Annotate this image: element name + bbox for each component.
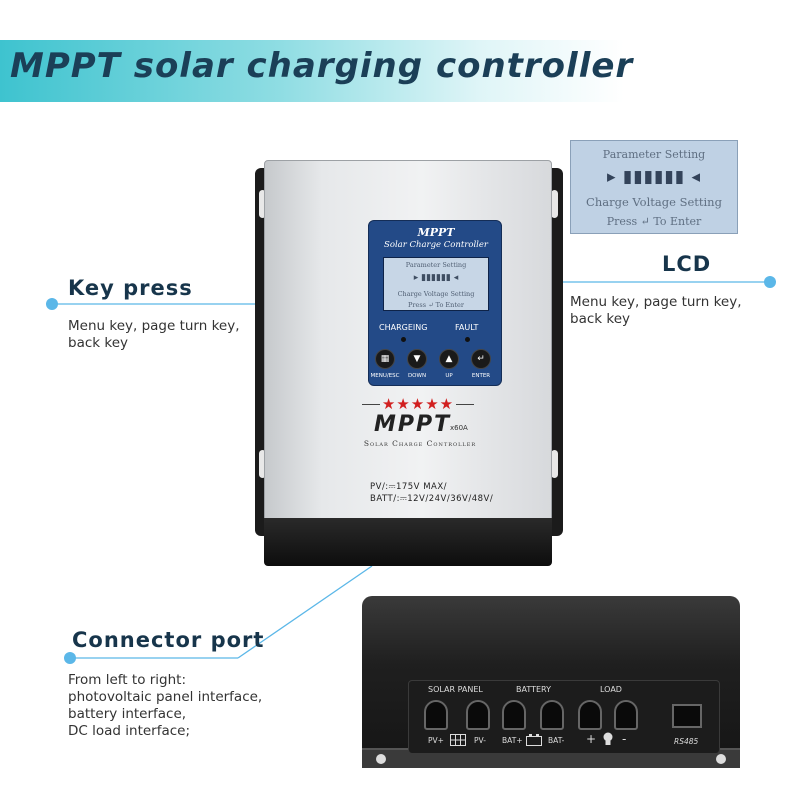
fault-indicator-label: FAULT (455, 323, 479, 332)
terminal-load-minus[interactable] (614, 700, 638, 730)
charging-indicator-label: CHARGEING (379, 323, 428, 332)
down-button[interactable]: ▼ (407, 349, 427, 369)
terminal-pv-plus[interactable] (424, 700, 448, 730)
title-banner: MPPT solar charging controller (0, 40, 800, 102)
lcd-zoom-line-4: Press ↵ To Enter (606, 215, 702, 228)
leader-dot-connector (64, 652, 76, 664)
charging-led-icon (401, 337, 406, 342)
label-pv-minus: PV- (474, 736, 486, 745)
stars-divider-left (361, 403, 380, 405)
enter-button[interactable]: ↵ (471, 349, 491, 369)
fault-led-icon (465, 337, 470, 342)
key-press-heading: Key press (68, 276, 193, 300)
solar-panel-icon (450, 734, 466, 746)
lcd-zoom-line-3: Charge Voltage Setting (586, 195, 722, 209)
connector-desc-4: DC load interface; (68, 723, 191, 739)
connector-heading: Connector port (72, 628, 265, 652)
mount-slot-icon (259, 450, 266, 478)
face-brand: MPPT (417, 226, 455, 239)
lcd-line-3: Charge Voltage Setting (397, 290, 475, 298)
mount-slot-icon (551, 190, 558, 218)
label-pv-plus: PV+ (428, 736, 444, 745)
lcd-heading: LCD (662, 252, 712, 276)
lcd-screen: Parameter Setting ▸ ▮▮▮▮▮▮ ◂ Charge Volt… (383, 257, 489, 311)
key-press-desc-1: Menu key, page turn key, (68, 318, 240, 334)
enter-label: ENTER (471, 373, 491, 379)
lcd-line-1: Parameter Setting (405, 261, 467, 269)
stars-divider-right (456, 403, 475, 405)
foot-hole-icon (376, 754, 386, 764)
label-bat-plus: BAT+ (502, 736, 523, 745)
up-label: UP (445, 373, 453, 379)
lcd-zoom-icons: ▸ ▮▮▮▮▮▮ ◂ (606, 167, 701, 187)
connector-desc-2: photovoltaic panel interface, (68, 689, 263, 705)
spec-pv: PV/:⎓175V MAX/ (370, 482, 448, 492)
up-button[interactable]: ▲ (439, 349, 459, 369)
star-icons: ★★★★★ (381, 395, 455, 413)
group-battery: BATTERY (516, 685, 551, 694)
lcd-icons: ▸ ▮▮▮▮▮▮ ◂ (413, 273, 459, 283)
page-title: MPPT solar charging controller (10, 46, 634, 86)
mount-slot-icon (259, 190, 266, 218)
controller-bottom-cap (264, 518, 552, 566)
face-subtitle: Solar Charge Controller (384, 240, 488, 250)
menu-esc-label: MENU/ESC (370, 373, 400, 379)
connector-desc-1: From left to right: (68, 672, 187, 688)
group-solar-panel: SOLAR PANEL (428, 685, 483, 694)
key-press-desc-2: back key (68, 335, 129, 351)
terminal-pv-minus[interactable] (466, 700, 490, 730)
label-load-minus: - (622, 732, 627, 746)
menu-esc-button[interactable]: ▦ (375, 349, 395, 369)
battery-icon (526, 734, 542, 746)
leader-dot-key (46, 298, 58, 310)
group-load: LOAD (600, 685, 622, 694)
rating-stars: ★★★★★ (346, 395, 490, 413)
rs485-port[interactable] (672, 704, 702, 728)
terminal-bat-plus[interactable] (502, 700, 526, 730)
terminal-load-plus[interactable] (578, 700, 602, 730)
spec-batt: BATT/:⎓12V/24V/36V/48V/ (370, 494, 494, 504)
lcd-desc-1: Menu key, page turn key, (570, 294, 742, 310)
label-bat-minus: BAT- (548, 736, 565, 745)
connector-desc-3: battery interface, (68, 706, 187, 722)
leader-dot-lcd (764, 276, 776, 288)
bulb-icon (603, 732, 613, 745)
control-face: MPPT Solar Charge Controller Parameter S… (368, 220, 502, 386)
lcd-zoom-display: Parameter Setting ▸ ▮▮▮▮▮▮ ◂ Charge Volt… (570, 140, 738, 234)
down-label: DOWN (407, 373, 427, 379)
terminal-bat-minus[interactable] (540, 700, 564, 730)
label-load-plus: + (586, 732, 597, 746)
lcd-line-4: Press ↵ To Enter (408, 301, 464, 309)
device-model: x60A (450, 424, 468, 432)
label-rs485: RS485 (674, 737, 699, 746)
device-brand: MPPT (374, 412, 452, 437)
device-brand-subtitle: Solar Charge Controller (363, 439, 477, 448)
foot-hole-icon (716, 754, 726, 764)
mount-slot-icon (551, 450, 558, 478)
lcd-zoom-line-1: Parameter Setting (602, 148, 706, 161)
lcd-desc-2: back key (570, 311, 631, 327)
